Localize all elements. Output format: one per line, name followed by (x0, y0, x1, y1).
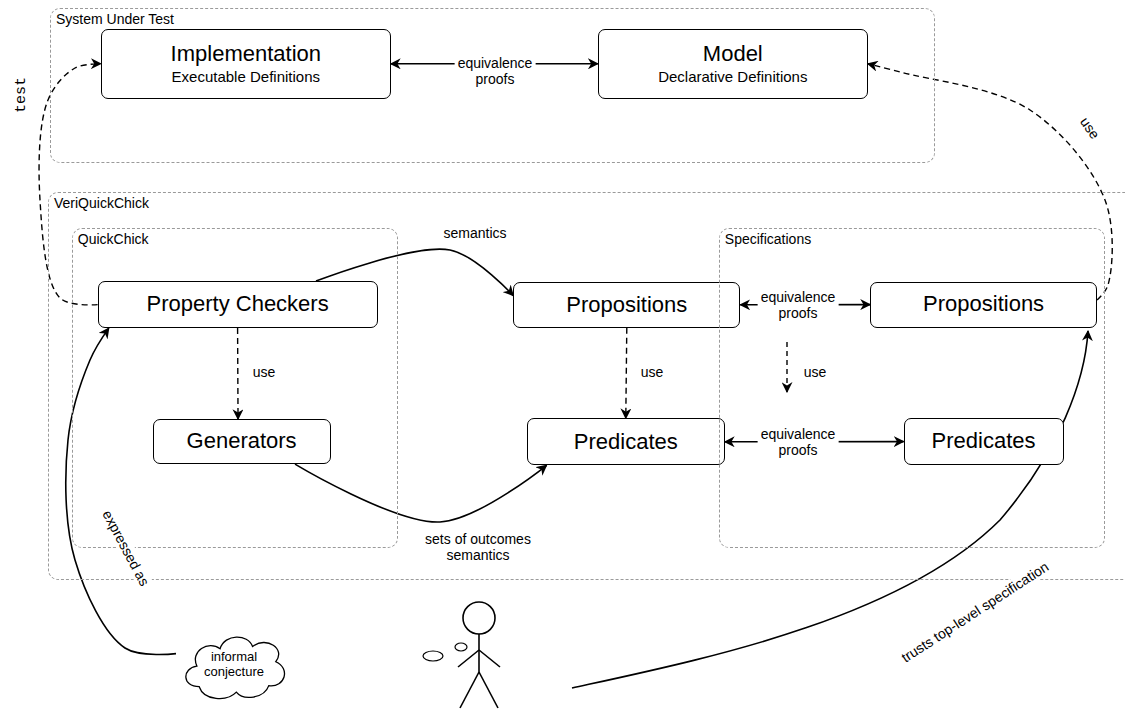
edge-label: use (638, 364, 667, 380)
box-title: Property Checkers (147, 291, 329, 317)
process-box: Generators (153, 419, 331, 464)
model-box: ModelDeclarative Definitions (598, 29, 868, 99)
edge-label: equivalence proofs (758, 289, 839, 321)
box-subtitle: Declarative Definitions (658, 68, 807, 87)
box-title: Implementation (171, 41, 321, 67)
edge-label: test (13, 74, 30, 116)
process-box: Propositions (870, 282, 1097, 328)
thought-bubbles (423, 643, 467, 661)
edge-label: use (250, 364, 279, 380)
box-subtitle: Executable Definitions (172, 68, 320, 87)
box-title: Propositions (566, 292, 687, 318)
thought-cloud: informal conjecture (176, 627, 292, 703)
box-title: Predicates (932, 428, 1036, 454)
group-title: Specifications (725, 231, 811, 247)
dashed-arrow (237, 328, 239, 419)
process-box: Property Checkers (98, 281, 378, 328)
edge-label: sets of outcomes semantics (410, 531, 546, 563)
edge-label: equivalence proofs (455, 55, 536, 87)
arrow (295, 464, 547, 522)
group-title: System Under Test (56, 11, 174, 27)
spec-group: PropositionsPredicates Specifications (719, 228, 1105, 548)
use-dashed-arrow (786, 342, 787, 392)
dashed-arrow (868, 64, 1112, 300)
group-title: QuickChick (78, 231, 149, 247)
tool-group: Property CheckersGenerators QuickChick (72, 228, 398, 548)
box-title: Generators (187, 428, 297, 454)
box-title: Model (703, 41, 763, 67)
process-box: Propositions (513, 282, 740, 328)
process-box: Predicates (527, 418, 725, 465)
arrow (66, 328, 176, 654)
use-note: use (801, 364, 830, 380)
implementation-box: ImplementationExecutable Definitions (101, 29, 391, 99)
box-title: Propositions (923, 291, 1044, 317)
trust-note: trusts top-level specification (896, 557, 1054, 667)
edge-label: equivalence proofs (758, 426, 839, 458)
trust-arrow (572, 331, 1088, 688)
dashed-arrow (626, 328, 627, 419)
edge-label: semantics (440, 225, 509, 241)
process-box: Predicates (904, 418, 1064, 465)
stick-figure (458, 602, 500, 708)
box-title: informal conjecture (197, 650, 271, 680)
edge-label: use (1075, 112, 1105, 145)
edge-label: expressed as (98, 505, 154, 591)
group-title: VeriQuickChick (54, 195, 149, 211)
box-title: Predicates (574, 429, 678, 455)
framework-group: Property CheckersGeneratorsQuickChickPro… (48, 192, 1125, 580)
